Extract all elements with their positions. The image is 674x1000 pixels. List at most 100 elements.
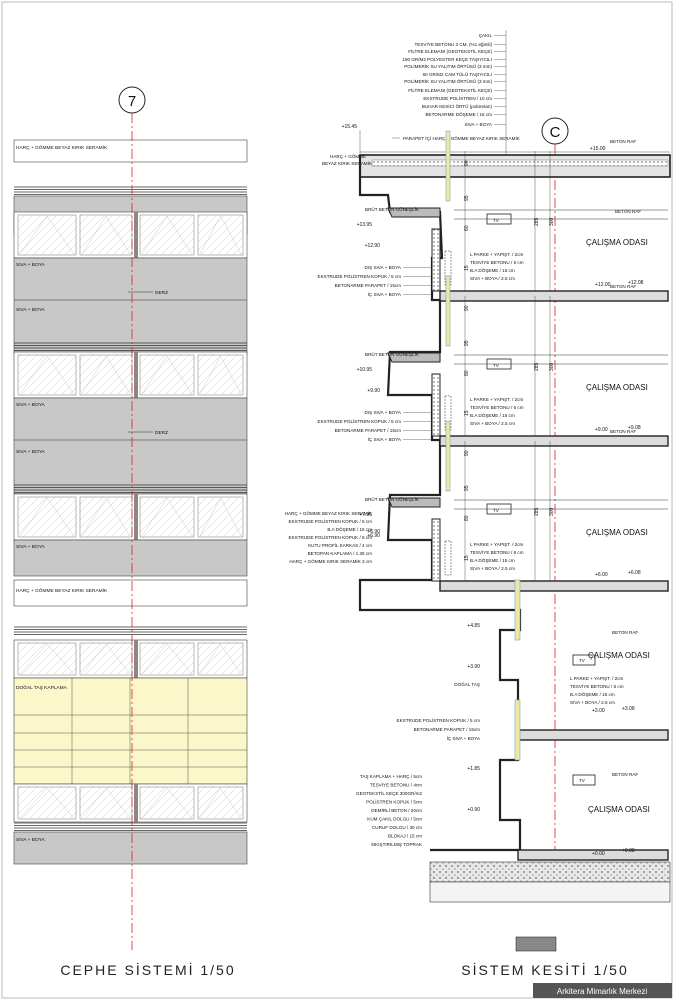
window-pane [17,642,77,676]
window-sash-mark [81,497,131,537]
stone-wall-layer-label: EKSTRUDE POLİSTREN KOPUK / 5 cm [397,717,481,723]
grid-axis-c: C [541,117,569,145]
floor-level-top: +9.90 [367,388,380,394]
level-0-08: +0.08 [622,848,635,854]
roof-layer-label: POLİMERİK SU YALITIM ÖRTÜSÜ (3 mm) [404,78,492,84]
beton-raf-lower-2: BETON RAF [612,772,638,777]
roof-layer-label: TESVİYE BETONU 3 CM, (%1 eğimli) [414,41,492,47]
window-sash-mark [81,215,131,255]
wall-layer-label: BETONARME PARAPET / 15cm [335,283,402,288]
stone-wall-layer-label: İÇ SIVA + BOYA [447,735,481,741]
dim-text: 15 [464,410,470,416]
facade-label-siva-4: SIVA + BOYA [16,449,46,455]
floor-layer-label: SIVA + BOYA / 2.5 cm [470,421,515,426]
beton-raf-label-top: BETON RAF [615,209,641,214]
brut-label: BRÜT BETON GÜNEŞLİK [365,496,420,502]
lower-floor-1 [514,699,669,861]
window-pane [139,642,195,676]
window-row-3 [13,493,248,541]
dogal-tas-label: DOĞAL TAŞ [454,681,480,687]
facade-title: CEPHE SİSTEMİ 1/50 [60,961,235,978]
facade-label-siva-3: SIVA + BOYA [16,402,46,408]
tv-box-lower [572,774,596,786]
ground-layer-label: SIKIŞTIRILMIŞ TOPRAK [371,842,423,847]
floor-slab [439,580,669,592]
wall-band-5 [13,831,248,865]
parapet-wall [431,518,441,582]
ground-layer-label: CURUF DOLGU / 30 cm [372,825,422,830]
roof-layer-label: EKSTRUDE POLİSTREN / 10 cm [423,95,492,101]
ceramic-band-2 [13,579,248,607]
floor-layer-label: SIVA + BOYA / 2.5 cm [470,276,515,281]
dim-text-285: 285 [534,507,540,516]
parapet-wall [431,373,441,437]
overhang-layer-label: HARÇ + GÖMME KIRIK SERAMİK 3 cm [289,558,372,564]
facade-label-siva-5: SIVA + BOYA [16,544,46,550]
slab-lines-5 [14,822,247,831]
facade-label-derz-1: DERZ [155,290,168,296]
tv-label: TV [493,363,500,368]
level-3-00: +3.00 [592,708,605,714]
ground-layer-label: GEOTEKSTİL KEÇE 300GR/m2 [356,790,422,796]
window-pane [79,786,133,820]
dim-text-300: 300 [549,362,555,371]
dim-text: 80 [464,370,470,376]
dim-text: 90 [464,305,470,311]
ground-layer-label: TESVİYE BETONU / 4cm [370,782,422,788]
window-sash-mark [141,355,193,395]
sunshade-level: +10.95 [357,367,373,373]
window-sash-mark [199,215,242,255]
floor-layer-label-lower: B.A DÖŞEME / 15 cm [570,691,615,697]
floor-level-top: +12.90 [365,243,381,249]
window-pane [197,496,244,538]
facade-label-stone: DOĞAL TAŞ KAPLAMA [16,684,68,691]
roof-layer-label: 180 GR/M2 POLYESTER KEÇE TAŞIYICILI [402,57,492,62]
window-mullion [134,352,138,398]
floor-layer-label: TESVİYE BETONU / 6 cm [470,549,524,555]
floor-layer-label: TESVİYE BETONU / 6 cm [470,404,524,410]
facade-label-ceramic-mid: HARÇ + GÖMME BEYAZ KIRIK SERAMİK [16,587,108,594]
slab-lines-1 [14,186,247,195]
facade-label-ceramic-top: HARÇ + GÖMME BEYAZ KIRIK SERAMİK [16,144,108,151]
ceramic-band [13,139,248,163]
stone-cladding [13,677,248,785]
brut-label: BRÜT BETON GÜNEŞLİK [365,351,420,357]
facade-elevation: HARÇ + GÖMME BEYAZ KIRIK SERAMİK SIVA + B… [13,113,248,950]
ground-layer-label: DEMİRLİ BETON / 20cm [371,807,422,813]
dim-text-285: 285 [534,362,540,371]
tv-label: TV [493,218,500,223]
window-mullion [134,640,138,678]
level-0-90: +0.90 [467,807,480,813]
level-4-85: +4.85 [467,623,480,629]
window-row-1 [13,211,248,259]
floor-layer-label-lower: L PARKE + YAPIŞT. / 2cm [570,676,623,681]
floor-block-1 [387,275,669,447]
beton-raf-label: BETON RAF [610,139,636,144]
wall-layer-label: EKSTRUDE POLİSTREN KOPUK / 5 cm [318,273,402,279]
level-15-00: +15.00 [590,146,606,152]
tv-label-lower: TV [579,658,586,663]
overhang-layer-label: B.A DÖŞEME / 15 cm [327,526,372,532]
roof-layer-label: BUHAR KESİCİ ÖRTÜ (polüretan) [422,103,493,109]
wall-band-4 [13,539,248,577]
level-3-90: +3.90 [467,664,480,670]
window-sash-mark [81,787,131,819]
roof-layer-label: POLİMERİK SU YALITIM ÖRTÜSÜ (3 mm) [404,63,492,69]
window-pane [79,642,133,676]
dim-text: 95 [464,485,470,491]
dim-text: 95 [464,195,470,201]
window-sash-mark [141,215,193,255]
window-glass-lower [514,699,521,761]
floor-layer-label: TESVİYE BETONU / 6 cm [470,259,524,265]
watermark-text: Arkitera Mimarlık Merkezi [557,987,647,996]
window-sash-mark [199,355,242,395]
window-sash-mark [199,787,242,819]
window-glass [445,420,451,492]
tv-box-lower [572,654,596,666]
floor-level: +9.00 [595,427,608,433]
floor-layer-label: B.A DÖŞEME / 15 cm [470,412,515,418]
window-pane [197,214,244,256]
level-3-08: +3.08 [622,706,635,712]
dim-text-300: 300 [549,507,555,516]
overhang-level: +6.90 [367,529,380,535]
